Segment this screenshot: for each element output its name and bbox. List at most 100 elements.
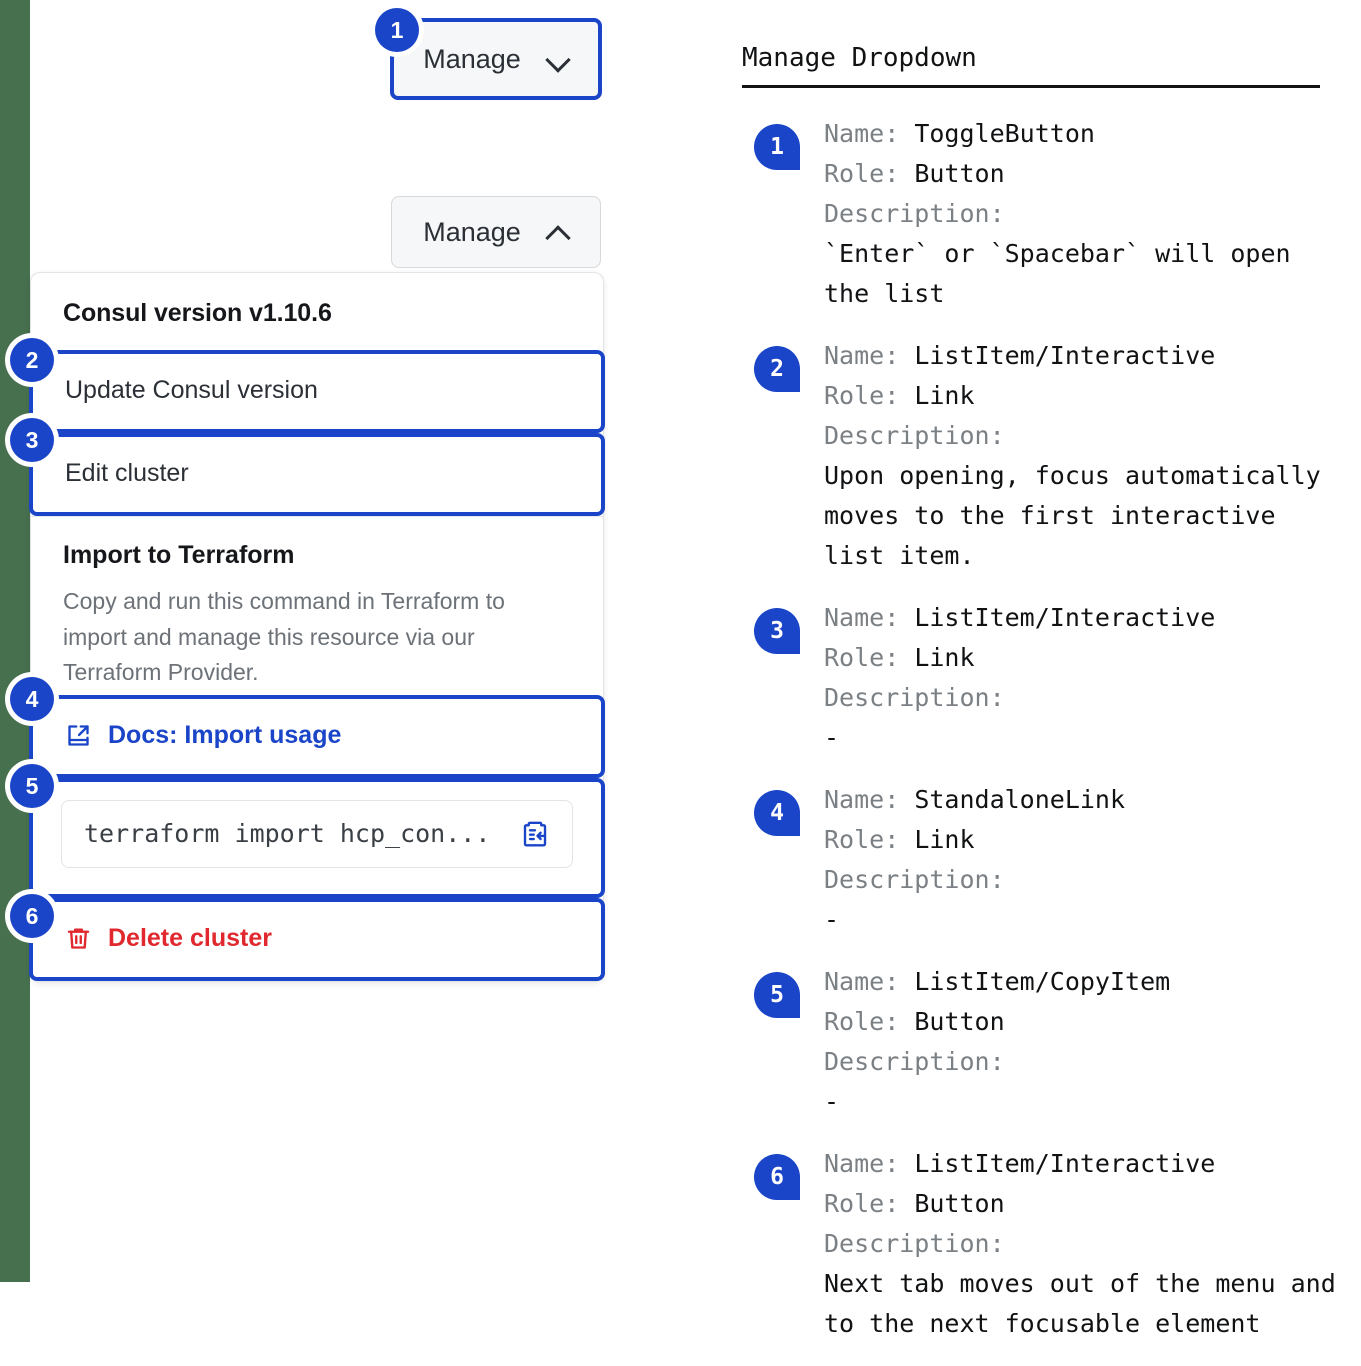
annotation-name-value: ToggleButton	[914, 119, 1095, 148]
annotation-role-label: Role:	[824, 159, 915, 188]
annotation-panel-rule	[742, 85, 1320, 88]
annotation-name-label: Name:	[824, 1149, 915, 1178]
annotation-description-value: Next tab moves out of the menu and to th…	[824, 1269, 1336, 1338]
annotation-description-row: Description:	[824, 678, 1215, 718]
annotation-name-label: Name:	[824, 785, 915, 814]
annotation-role-row: Role: Button	[824, 1184, 1336, 1224]
annotation-description-value: -	[824, 905, 840, 934]
annotation-description-row: Description:	[824, 860, 1125, 900]
menu-item-delete-cluster[interactable]: Delete cluster	[29, 897, 605, 981]
annotation-name-label: Name:	[824, 967, 915, 996]
manage-toggle-button-collapsed[interactable]: Manage	[390, 18, 602, 100]
menu-item-update-consul-version[interactable]: Update Consul version	[29, 350, 605, 433]
annotation-entry: 1 Name: ToggleButton Role: Button Descri…	[742, 114, 1342, 314]
annotation-description-label: Description:	[824, 865, 1005, 894]
annotation-role-label: Role:	[824, 1189, 915, 1218]
annotation-description-label: Description:	[824, 421, 1005, 450]
menu-item-label: Update Consul version	[65, 376, 318, 404]
annotation-badge: 4	[754, 790, 800, 836]
annotation-name-value: StandaloneLink	[914, 785, 1126, 814]
annotation-name-label: Name:	[824, 341, 915, 370]
annotation-entry: 2 Name: ListItem/Interactive Role: Link …	[742, 336, 1342, 576]
annotation-body: Name: ListItem/Interactive Role: Link De…	[824, 598, 1215, 758]
annotation-name-row: Name: ListItem/Interactive	[824, 1144, 1336, 1184]
callout-badge-6: 6	[10, 894, 54, 938]
page-edge-strip	[0, 0, 30, 1282]
annotation-description-value: -	[824, 723, 840, 752]
annotation-role-value: Link	[914, 825, 975, 854]
annotation-description-label: Description:	[824, 683, 1005, 712]
annotation-panel-title: Manage Dropdown	[742, 43, 977, 73]
annotation-name-row: Name: ListItem/Interactive	[824, 598, 1215, 638]
terraform-command-field[interactable]: terraform import hcp_con...	[61, 799, 573, 868]
annotation-badge: 6	[754, 1154, 800, 1200]
annotation-description-label: Description:	[824, 1047, 1005, 1076]
annotation-role-row: Role: Link	[824, 820, 1125, 860]
terraform-section-description: Copy and run this command in Terraform t…	[63, 588, 505, 686]
docs-external-link-icon	[65, 722, 92, 749]
annotation-description-label: Description:	[824, 1229, 1005, 1258]
menu-item-docs-import-usage[interactable]: Docs: Import usage	[29, 694, 605, 778]
annotation-role-label: Role:	[824, 1007, 915, 1036]
annotation-description-row: Description:	[824, 1224, 1336, 1264]
annotation-name-label: Name:	[824, 603, 915, 632]
annotation-body: Name: ListItem/CopyItem Role: Button Des…	[824, 962, 1170, 1122]
annotation-role-value: Link	[914, 643, 975, 672]
annotation-role-label: Role:	[824, 643, 915, 672]
manage-toggle-label: Manage	[423, 43, 521, 74]
annotation-description-value: -	[824, 1087, 840, 1116]
annotation-description-value: Upon opening, focus automatically moves …	[824, 461, 1321, 570]
annotation-entry: 3 Name: ListItem/Interactive Role: Link …	[742, 598, 1342, 758]
annotation-role-value: Button	[914, 1189, 1005, 1218]
annotation-description-row: Description:	[824, 1042, 1170, 1082]
terraform-section: Import to Terraform Copy and run this co…	[31, 517, 603, 695]
annotation-entry: 6 Name: ListItem/Interactive Role: Butto…	[742, 1144, 1342, 1344]
annotation-role-value: Button	[914, 159, 1005, 188]
callout-badge-2: 2	[10, 338, 54, 382]
annotation-body: Name: ToggleButton Role: Button Descript…	[824, 114, 1291, 314]
annotation-body: Name: ListItem/Interactive Role: Link De…	[824, 336, 1321, 576]
annotation-name-value: ListItem/Interactive	[914, 603, 1216, 632]
annotation-role-row: Role: Button	[824, 1002, 1170, 1042]
annotation-body: Name: ListItem/Interactive Role: Button …	[824, 1144, 1336, 1344]
chevron-down-icon	[547, 48, 569, 70]
manage-toggle-label-expanded: Manage	[423, 216, 521, 247]
annotation-panel: Manage Dropdown 1 Name: ToggleButton Rol…	[742, 0, 1342, 1366]
annotation-role-row: Role: Link	[824, 376, 1321, 416]
annotation-badge: 1	[754, 124, 800, 170]
manage-dropdown-menu: Consul version v1.10.6 Update Consul ver…	[29, 272, 605, 982]
delete-label: Delete cluster	[108, 923, 272, 952]
annotation-name-value: ListItem/Interactive	[914, 341, 1216, 370]
annotation-role-label: Role:	[824, 825, 915, 854]
annotation-name-row: Name: ToggleButton	[824, 114, 1291, 154]
annotation-description-label: Description:	[824, 199, 1005, 228]
annotation-entry: 4 Name: StandaloneLink Role: Link Descri…	[742, 780, 1342, 940]
annotation-body: Name: StandaloneLink Role: Link Descript…	[824, 780, 1125, 940]
manage-toggle-button-expanded[interactable]: Manage	[391, 196, 601, 268]
callout-badge-5: 5	[10, 764, 54, 808]
annotation-name-value: ListItem/Interactive	[914, 1149, 1216, 1178]
annotation-name-row: Name: ListItem/Interactive	[824, 336, 1321, 376]
chevron-up-icon	[547, 221, 569, 243]
annotation-name-row: Name: ListItem/CopyItem	[824, 962, 1170, 1002]
callout-badge-1: 1	[375, 8, 419, 52]
annotation-badge: 2	[754, 346, 800, 392]
annotation-role-label: Role:	[824, 381, 915, 410]
annotation-name-value: ListItem/CopyItem	[914, 967, 1171, 996]
annotation-badge: 3	[754, 608, 800, 654]
annotation-badge: 5	[754, 972, 800, 1018]
annotation-list: 1 Name: ToggleButton Role: Button Descri…	[742, 114, 1342, 1344]
docs-link-label: Docs: Import usage	[108, 720, 342, 749]
menu-item-edit-cluster[interactable]: Edit cluster	[29, 433, 605, 516]
annotation-name-row: Name: StandaloneLink	[824, 780, 1125, 820]
copy-clipboard-icon[interactable]	[520, 819, 550, 849]
annotation-description-value: `Enter` or `Spacebar` will open the list	[824, 239, 1291, 308]
consul-version-heading: Consul version v1.10.6	[63, 299, 332, 327]
copy-command-row[interactable]: terraform import hcp_con...	[29, 777, 605, 898]
annotation-role-value: Button	[914, 1007, 1005, 1036]
menu-divider	[31, 516, 603, 517]
trash-icon	[65, 925, 92, 952]
annotation-description-row: Description:	[824, 194, 1291, 234]
terraform-command-value: terraform import hcp_con...	[84, 819, 491, 849]
annotation-role-row: Role: Link	[824, 638, 1215, 678]
